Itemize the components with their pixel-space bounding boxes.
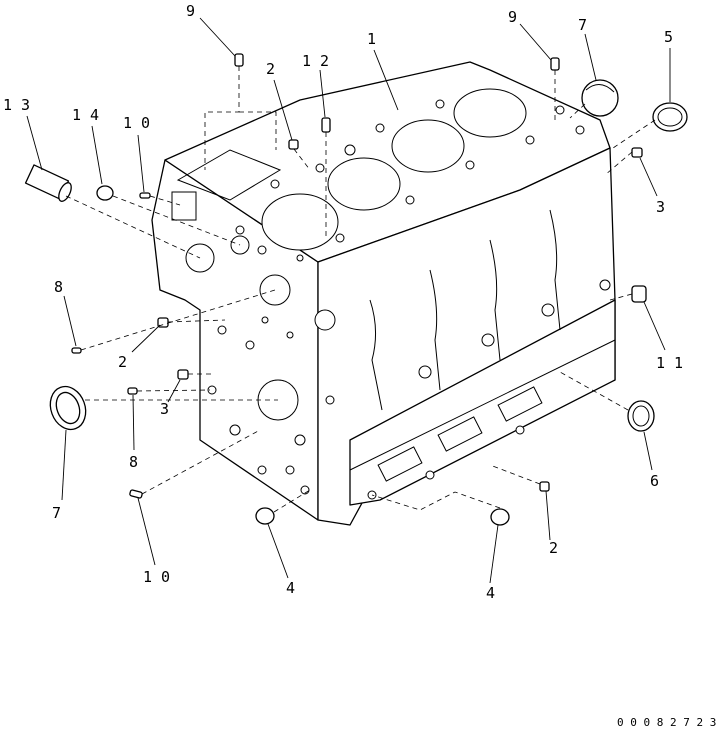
part-9-dowel-right <box>550 57 560 71</box>
cylinder-bore-4 <box>453 88 527 138</box>
callout-2-bottom: 2 <box>549 539 558 557</box>
part-10-pin-lower <box>129 489 143 499</box>
callout-4-right: 4 <box>486 584 495 602</box>
callout-labels: 1 2 2 2 3 3 4 4 5 6 7 7 8 8 9 9 1 0 1 0 … <box>3 2 683 602</box>
part-8-pin-upper <box>71 347 82 354</box>
callout-8-upper: 8 <box>54 278 63 296</box>
part-6-seal <box>627 400 655 432</box>
callout-9-right: 9 <box>508 8 517 26</box>
leader-lines <box>26 17 671 584</box>
callout-6: 6 <box>650 472 659 490</box>
callout-2-left: 2 <box>118 353 127 371</box>
callout-14: 1 4 <box>72 106 99 124</box>
callout-12: 1 2 <box>302 52 329 70</box>
callout-7-right: 7 <box>578 16 587 34</box>
part-4-plug-left <box>255 507 275 525</box>
callout-10-upper: 1 0 <box>123 114 150 132</box>
assembly-lines <box>65 66 656 513</box>
callout-2-top: 2 <box>266 60 275 78</box>
part-5-seal <box>652 102 688 132</box>
part-11-plug <box>631 285 647 303</box>
callout-9-left: 9 <box>186 2 195 20</box>
callout-13: 1 3 <box>3 96 30 114</box>
part-7-seal-left <box>49 385 87 431</box>
part-7-seal-right <box>581 79 619 117</box>
callout-10-lower: 1 0 <box>143 568 170 586</box>
cylinder-bore-3 <box>391 119 465 173</box>
part-2-screw-top <box>288 139 299 150</box>
callout-3-left: 3 <box>160 400 169 418</box>
cylinder-bore-2 <box>327 157 401 211</box>
part-12-dowel <box>321 117 331 133</box>
part-3-plug-left <box>177 369 189 380</box>
part-3-plug-right <box>631 147 643 158</box>
callout-7-left: 7 <box>52 504 61 522</box>
callout-5: 5 <box>664 28 673 46</box>
cylinder-block <box>151 61 616 526</box>
document-number: 0 0 0 8 2 7 2 3 <box>617 716 716 729</box>
callout-1: 1 <box>367 30 376 48</box>
part-14-plug <box>96 185 114 201</box>
part-9-dowel-left <box>234 53 244 67</box>
part-8-pin-lower <box>127 387 138 395</box>
callout-8-lower: 8 <box>129 453 138 471</box>
callout-4-left: 4 <box>286 579 295 597</box>
part-4-plug-right <box>490 508 510 526</box>
callout-3-right: 3 <box>656 198 665 216</box>
cylinder-bore-1 <box>261 193 339 251</box>
part-2-screw-left <box>157 317 169 328</box>
part-10-pin-upper <box>139 192 151 199</box>
part-2-screw-bottom <box>539 481 550 492</box>
part-13-sleeve <box>24 164 72 202</box>
callout-11: 1 1 <box>656 354 683 372</box>
